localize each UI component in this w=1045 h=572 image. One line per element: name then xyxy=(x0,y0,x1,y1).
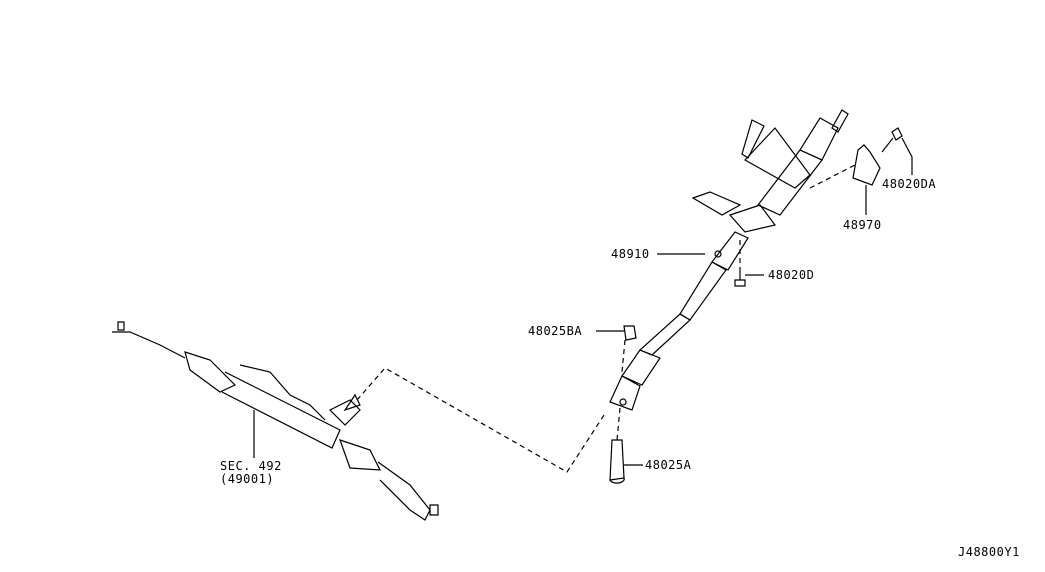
label-48025A[interactable]: 48025A xyxy=(645,458,692,472)
steering-rack xyxy=(112,321,439,521)
bolt-48020D xyxy=(734,268,746,287)
bracket-alignment-dashed-line xyxy=(739,164,856,268)
nut-48025BA xyxy=(623,325,637,341)
bolt-48025A xyxy=(609,439,625,484)
leader-48020DA xyxy=(901,137,913,175)
label-sec-492-sub: (49001) xyxy=(220,472,275,486)
diagram-id: J48800Y1 xyxy=(958,545,1020,559)
bolt-alignment-dashed-line xyxy=(616,339,626,441)
label-sec-492[interactable]: SEC. 492 xyxy=(220,459,282,473)
label-48020DA[interactable]: 48020DA xyxy=(882,177,937,191)
bracket-48970 xyxy=(852,144,881,186)
connection-dashed-line xyxy=(356,367,607,473)
label-48025BA[interactable]: 48025BA xyxy=(528,324,583,338)
bolt-48020DA xyxy=(881,127,903,153)
label-48910[interactable]: 48910 xyxy=(611,247,650,261)
label-48970[interactable]: 48970 xyxy=(843,218,882,232)
steering-column xyxy=(609,109,849,411)
label-48020D[interactable]: 48020D xyxy=(768,268,815,282)
